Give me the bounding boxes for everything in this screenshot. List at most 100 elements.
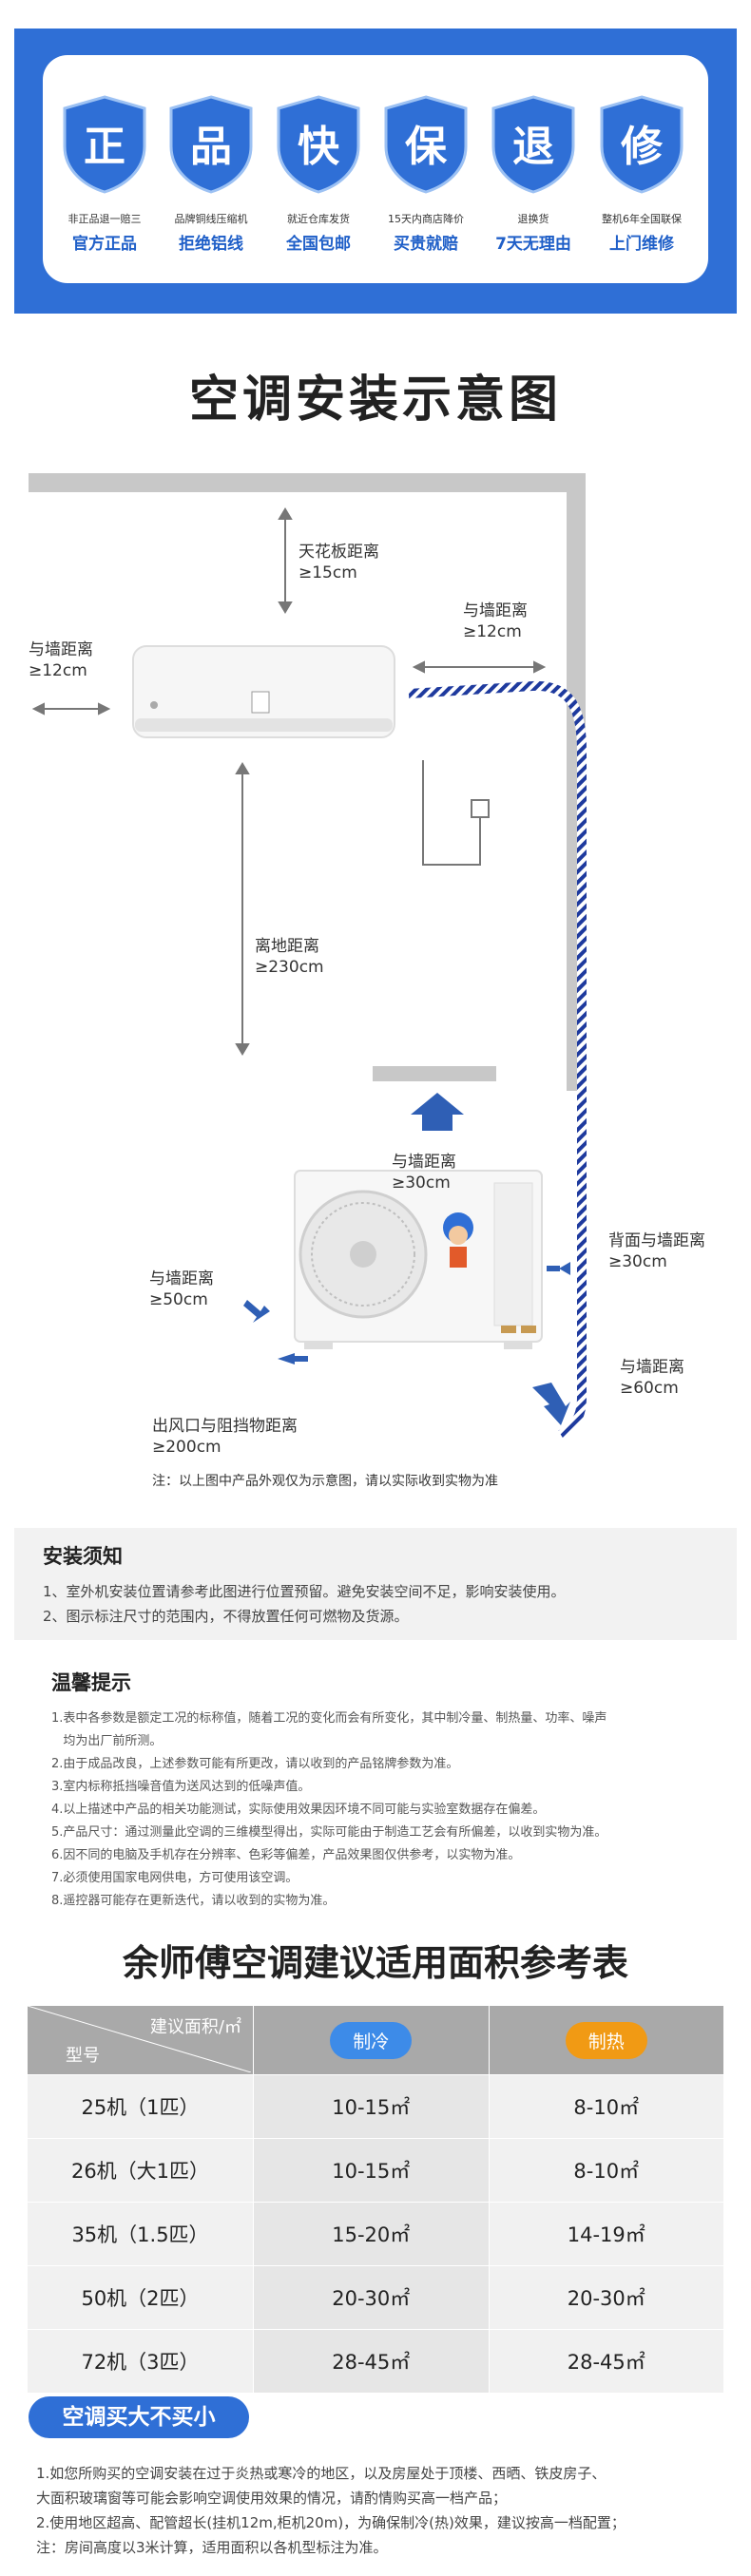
outdoor-back-label-name: 背面与墙距离	[608, 1231, 705, 1250]
tips-item: 均为出厂前所测。	[51, 1734, 163, 1748]
guarantee-item: 快 就近仓库发货 全国包邮	[269, 95, 368, 254]
guarantee-main: 全国包邮	[286, 235, 351, 254]
tips-item: 3.室内标称抵挡噪音值为送风达到的低噪声值。	[51, 1780, 311, 1794]
guarantee-item: 正 非正品退一赔三 官方正品	[55, 95, 154, 254]
table-cell-cool: 15-20㎡	[253, 2202, 490, 2266]
tips-item: 6.因不同的电脑及手机存在分辨率、色彩等偏差，产品效果图仅供参考，以实物为准。	[51, 1848, 521, 1862]
shield-char: 正	[84, 123, 125, 171]
table-cell-model: 26机（大1匹）	[27, 2138, 254, 2203]
outdoor-back-label-value: ≥30cm	[608, 1252, 667, 1271]
floor-label-name: 离地距离	[255, 937, 319, 956]
area-reference-table: 建议面积/㎡ 型号 制冷 制热 25机（1匹） 10-15㎡ 8-10㎡ 26机…	[27, 2005, 724, 2394]
outdoor-left-label-name: 与墙距离	[149, 1269, 214, 1288]
left-wall-label-value: ≥12cm	[29, 661, 87, 680]
table-cell-cool: 10-15㎡	[253, 2074, 490, 2139]
refrigerant-pipe	[408, 680, 587, 1440]
header-model-label: 型号	[66, 2046, 100, 2066]
right-wall-label-name: 与墙距离	[463, 601, 528, 620]
right-wall-arrow	[412, 660, 547, 674]
ceiling-distance-arrow	[278, 507, 293, 614]
header-area-label: 建议面积/㎡	[149, 2017, 241, 2037]
tips-item: 4.以上描述中产品的相关功能测试，实际使用效果因环境不同可能与实验室数据存在偏差…	[51, 1803, 546, 1817]
outdoor-unit	[294, 1170, 543, 1349]
install-title: 安装须知	[43, 1545, 123, 1568]
table-cell-heat: 28-45㎡	[488, 2329, 724, 2394]
outdoor-front-label: 出风口与阻挡物距离 ≥200cm	[152, 1416, 298, 1458]
diagram-note: 注：以上图中产品外观仅为示意图，请以实际收到实物为准	[152, 1474, 498, 1489]
outdoor-top-label-name: 与墙距离	[392, 1153, 456, 1172]
table-title: 余师傅空调建议适用面积参考表	[122, 1942, 628, 1984]
outdoor-left-label-value: ≥50cm	[149, 1290, 208, 1309]
table-header-row: 建议面积/㎡ 型号 制冷 制热	[27, 2005, 724, 2075]
tips-item: 7.必须使用国家电网供电，方可使用该空调。	[51, 1871, 298, 1885]
shield-char: 退	[512, 123, 554, 171]
shield-icon: 退	[488, 95, 579, 194]
ceiling-label-value: ≥15cm	[298, 563, 357, 582]
buy-item: 大面积玻璃窗等可能会影响空调使用效果的情况，请酌情购买高一档产品；	[36, 2490, 508, 2507]
installation-diagram	[29, 473, 587, 1440]
guarantee-main: 官方正品	[72, 235, 137, 254]
guarantee-sub: 整机6年全国联保	[602, 213, 682, 225]
table-cell-model: 72机（3匹）	[27, 2329, 254, 2394]
header-diagonal	[28, 2006, 251, 2072]
table-header-cool: 制冷	[253, 2005, 490, 2075]
guarantee-sub: 就近仓库发货	[287, 213, 350, 225]
shield-icon: 快	[273, 95, 364, 194]
outdoor-right-label-value: ≥60cm	[620, 1379, 679, 1398]
outdoor-top-label-value: ≥30cm	[392, 1174, 451, 1193]
table-cell-heat: 20-30㎡	[488, 2265, 724, 2330]
outdoor-front-label-name: 出风口与阻挡物距离	[152, 1417, 298, 1436]
table-cell-model: 35机（1.5匹）	[27, 2202, 254, 2266]
outdoor-top-label: 与墙距离 ≥30cm	[392, 1152, 456, 1193]
shield-char: 保	[405, 123, 447, 171]
left-wall-arrow	[31, 702, 111, 716]
table-cell-heat: 14-19㎡	[488, 2202, 724, 2266]
guarantee-main: 拒绝铝线	[179, 235, 243, 254]
shield-char: 品	[190, 123, 232, 171]
tips-item: 2.由于成品改良，上述参数可能有所更改，请以收到的产品铭牌参数为准。	[51, 1757, 459, 1771]
outdoor-top-arrow	[411, 1093, 464, 1131]
table-row: 35机（1.5匹） 15-20㎡ 14-19㎡	[27, 2202, 724, 2266]
buy-tag: 空调买大不买小	[29, 2396, 249, 2438]
power-socket	[422, 760, 490, 866]
indoor-unit	[132, 645, 395, 738]
table-cell-model: 50机（2匹）	[27, 2265, 254, 2330]
outdoor-back-arrow	[547, 1262, 570, 1275]
ceiling-label-name: 天花板距离	[298, 543, 379, 562]
left-wall-label-name: 与墙距离	[29, 640, 93, 659]
guarantee-sub: 非正品退一赔三	[67, 213, 142, 225]
guarantee-sub: 品牌铜线压缩机	[174, 213, 248, 225]
install-item: 2、图示标注尺寸的范围内，不得放置任何可燃物及货源。	[43, 1608, 409, 1625]
table-row: 72机（3匹） 28-45㎡ 28-45㎡	[27, 2329, 724, 2394]
table-row: 26机（大1匹） 10-15㎡ 8-10㎡	[27, 2138, 724, 2203]
heat-pill: 制热	[565, 2021, 647, 2059]
guarantee-item: 品 品牌铜线压缩机 拒绝铝线	[162, 95, 260, 254]
table-header-model: 建议面积/㎡ 型号	[27, 2005, 254, 2075]
buy-item: 2.使用地区超高、配管超长(挂机12m,柜机20m)，为确保制冷(热)效果，建议…	[36, 2514, 626, 2531]
table-cell-model: 25机（1匹）	[27, 2074, 254, 2139]
guarantee-item: 保 15天内商店降价 买贵就赔	[376, 95, 475, 254]
guarantee-main: 买贵就赔	[394, 235, 458, 254]
outdoor-front-label-value: ≥200cm	[152, 1438, 221, 1457]
buy-notes: 1.如您所购买的空调安装在过于炎热或寒冷的地区，以及房屋处于顶楼、西晒、铁皮房子…	[36, 2461, 740, 2560]
guarantee-item: 退 退换货 7天无理由	[484, 95, 583, 254]
table-cell-heat: 8-10㎡	[488, 2074, 724, 2139]
shield-char: 修	[621, 123, 663, 171]
table-cell-cool: 20-30㎡	[253, 2265, 490, 2330]
ceiling-wall	[29, 473, 585, 492]
table-row: 50机（2匹） 20-30㎡ 20-30㎡	[27, 2265, 724, 2330]
right-wall-label: 与墙距离 ≥12cm	[463, 601, 528, 642]
table-cell-cool: 28-45㎡	[253, 2329, 490, 2394]
buy-item: 1.如您所购买的空调安装在过于炎热或寒冷的地区，以及房屋处于顶楼、西晒、铁皮房子…	[36, 2465, 607, 2482]
shield-icon: 品	[165, 95, 257, 194]
shield-icon: 修	[596, 95, 687, 194]
guarantee-sub: 退换货	[517, 213, 549, 225]
table-cell-heat: 8-10㎡	[488, 2138, 724, 2203]
buy-item: 注：房间高度以3米计算，适用面积以各机型标注为准。	[36, 2539, 388, 2556]
tips-item: 8.遥控器可能存在更新迭代，请以收到的实物为准。	[51, 1894, 336, 1908]
outdoor-left-label: 与墙距离 ≥50cm	[149, 1269, 214, 1310]
right-wall-label-value: ≥12cm	[463, 622, 522, 641]
guarantee-panel	[43, 55, 708, 283]
tips-item: 1.表中各参数是额定工况的标称值，随着工况的变化而会有所变化，其中制冷量、制热量…	[51, 1711, 607, 1726]
outdoor-platform	[373, 1066, 496, 1081]
